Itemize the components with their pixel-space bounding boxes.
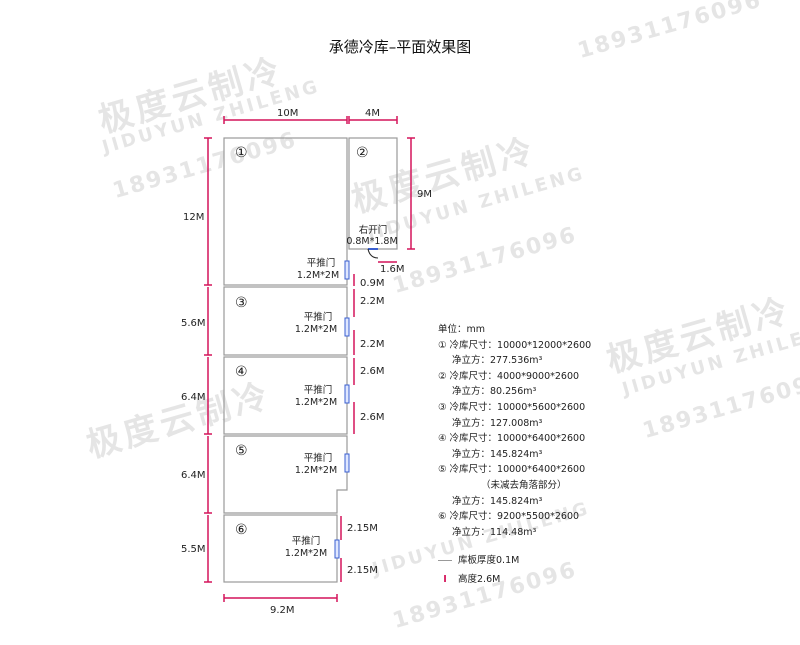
legend-unit: 单位：mm: [438, 324, 486, 335]
door-size-4: 1.2M*2M: [295, 397, 337, 408]
dim-label-right-09: 0.9M: [360, 278, 385, 289]
legend-size-1: ① 冷库尺寸：10000*12000*2600: [438, 339, 592, 351]
door-size-3: 1.2M*2M: [295, 324, 337, 335]
room-label-5: ⑤: [235, 443, 248, 459]
room-label-3: ③: [235, 295, 248, 311]
door-label-5: 平推门: [304, 452, 333, 464]
wall-line-icon: [438, 560, 452, 561]
dim-label-room2-h: 9M: [417, 189, 432, 200]
key-wall: 库板厚度0.1M: [438, 552, 519, 566]
legend-volume-2: 净立方：80.256m³: [452, 386, 537, 398]
page-title: 承德冷库–平面效果图: [328, 38, 472, 56]
door-size-5: 1.2M*2M: [295, 465, 337, 476]
door-label-6: 平推门: [292, 535, 321, 547]
legend-note-5: （未减去角落部分）: [481, 479, 567, 491]
dim-label-right-4a: 2.6M: [360, 366, 385, 377]
dim-label-left-4: 6.4M: [181, 392, 206, 403]
dim-label-right-3a: 2.2M: [360, 296, 385, 307]
legend-volume-6: 净立方：114.48m³: [452, 526, 537, 538]
dim-label-right-4b: 2.6M: [360, 412, 385, 423]
door-room-3: [344, 317, 350, 337]
legend-size-5: ⑤ 冷库尺寸：10000*6400*2600: [438, 464, 586, 476]
door-room-4: [344, 384, 350, 404]
room-label-4: ④: [235, 364, 248, 380]
door-room-5: [344, 453, 350, 473]
dim-label-left-5: 6.4M: [181, 470, 206, 481]
dim-label-top-right: 4M: [365, 108, 380, 119]
dim-label-left-3: 5.6M: [181, 318, 206, 329]
door-size-6: 1.2M*2M: [285, 548, 327, 559]
dim-label-top-left: 10M: [277, 108, 298, 119]
dim-label-right-6b: 2.15M: [347, 565, 378, 576]
door-label-2: 右开门: [359, 224, 388, 236]
spec-legend: 单位：mm ① 冷库尺寸：10000*12000*2600 净立方：277.53…: [438, 322, 591, 540]
dim-label-room2-offset: 1.6M: [380, 264, 405, 275]
door-label-1: 平推门: [307, 257, 336, 269]
room-label-1: ①: [235, 145, 248, 161]
dim-label-bottom: 9.2M: [270, 605, 295, 616]
door-room-6: [334, 539, 340, 559]
dim-label-right-3b: 2.2M: [360, 339, 385, 350]
legend-size-4: ④ 冷库尺寸：10000*6400*2600: [438, 433, 586, 445]
room-label-6: ⑥: [235, 522, 248, 538]
ibeam-icon: I: [443, 574, 447, 585]
legend-size-6: ⑥ 冷库尺寸：9200*5500*2600: [438, 511, 580, 523]
legend-volume-4: 净立方：145.824m³: [452, 448, 543, 460]
legend-volume-3: 净立方：127.008m³: [452, 417, 543, 429]
key-wall-label: 库板厚度0.1M: [458, 555, 520, 566]
legend-volume-5: 净立方：145.824m³: [452, 495, 543, 507]
door-label-4: 平推门: [304, 384, 333, 396]
door-size-1: 1.2M*2M: [297, 270, 339, 281]
legend-volume-1: 净立方：277.536m³: [452, 355, 543, 367]
door-label-3: 平推门: [304, 311, 333, 323]
door-swing-arc: [367, 248, 379, 259]
dim-label-right-6a: 2.15M: [347, 523, 378, 534]
key-height: I 高度2.6M: [438, 571, 500, 585]
room-5: [223, 435, 348, 514]
door-room-1: [344, 260, 350, 280]
dim-label-left-6: 5.5M: [181, 544, 206, 555]
door-size-2: 0.8M*1.8M: [346, 236, 397, 247]
room-label-2: ②: [356, 145, 369, 161]
dim-label-left-1: 12M: [183, 212, 204, 223]
key-height-label: 高度2.6M: [458, 574, 501, 585]
room-1: [223, 137, 348, 286]
legend-size-2: ② 冷库尺寸：4000*9000*2600: [438, 370, 580, 382]
legend-size-3: ③ 冷库尺寸：10000*5600*2600: [438, 401, 586, 413]
